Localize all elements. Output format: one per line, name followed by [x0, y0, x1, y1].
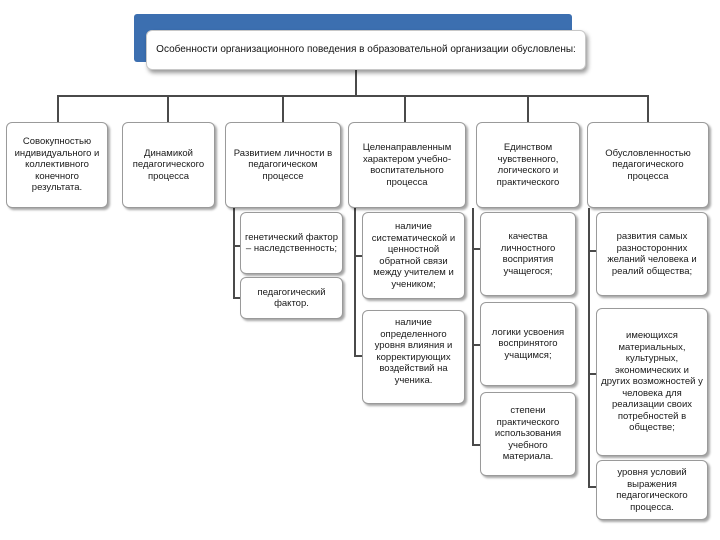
header-box: Обусловленностью педагогического процесс… [587, 122, 709, 208]
header-box: Развитием личности в педагогическом проц… [225, 122, 341, 208]
header-box: Динамикой педагогического процесса [122, 122, 215, 208]
connector-line [472, 208, 474, 446]
connector-line [354, 255, 363, 257]
connector-line [57, 95, 649, 97]
connector-line [472, 444, 481, 446]
child-box: уровня условий выражения педагогического… [596, 460, 708, 520]
header-box: Целенаправленным характером учебно-воспи… [348, 122, 466, 208]
connector-line [527, 95, 529, 123]
connector-line [167, 95, 169, 123]
connector-line [588, 208, 590, 488]
connector-line [472, 248, 481, 250]
connector-line [472, 344, 481, 346]
connector-line [233, 208, 235, 298]
child-box: наличие систематической и ценностной обр… [362, 212, 465, 299]
child-box: степени практического использования учеб… [480, 392, 576, 476]
connector-line [233, 297, 241, 299]
connector-line [57, 95, 59, 123]
child-box: имеющихся материальных, культурных, экон… [596, 308, 708, 456]
connector-line [282, 95, 284, 123]
connector-line [588, 250, 597, 252]
connector-line [233, 245, 241, 247]
child-box: развития самых разносторонних желаний че… [596, 212, 708, 296]
connector-line [354, 355, 363, 357]
child-box: качества личностного восприятия учащегос… [480, 212, 576, 296]
connector-line [404, 95, 406, 123]
child-box: логики усвоения воспринятого учащимся; [480, 302, 576, 386]
diagram-title: Особенности организационного поведения в… [146, 30, 586, 70]
connector-line [354, 208, 356, 356]
connector-line [647, 95, 649, 123]
child-box: педагогический фактор. [240, 277, 343, 319]
child-box: наличие определенного уровня влияния и к… [362, 310, 465, 404]
header-box: Совокупностью индивидуального и коллекти… [6, 122, 108, 208]
connector-line [588, 486, 597, 488]
header-box: Единством чувственного, логического и пр… [476, 122, 580, 208]
child-box: генетический фактор – наследственность; [240, 212, 343, 274]
connector-line [355, 70, 357, 96]
connector-line [588, 373, 597, 375]
